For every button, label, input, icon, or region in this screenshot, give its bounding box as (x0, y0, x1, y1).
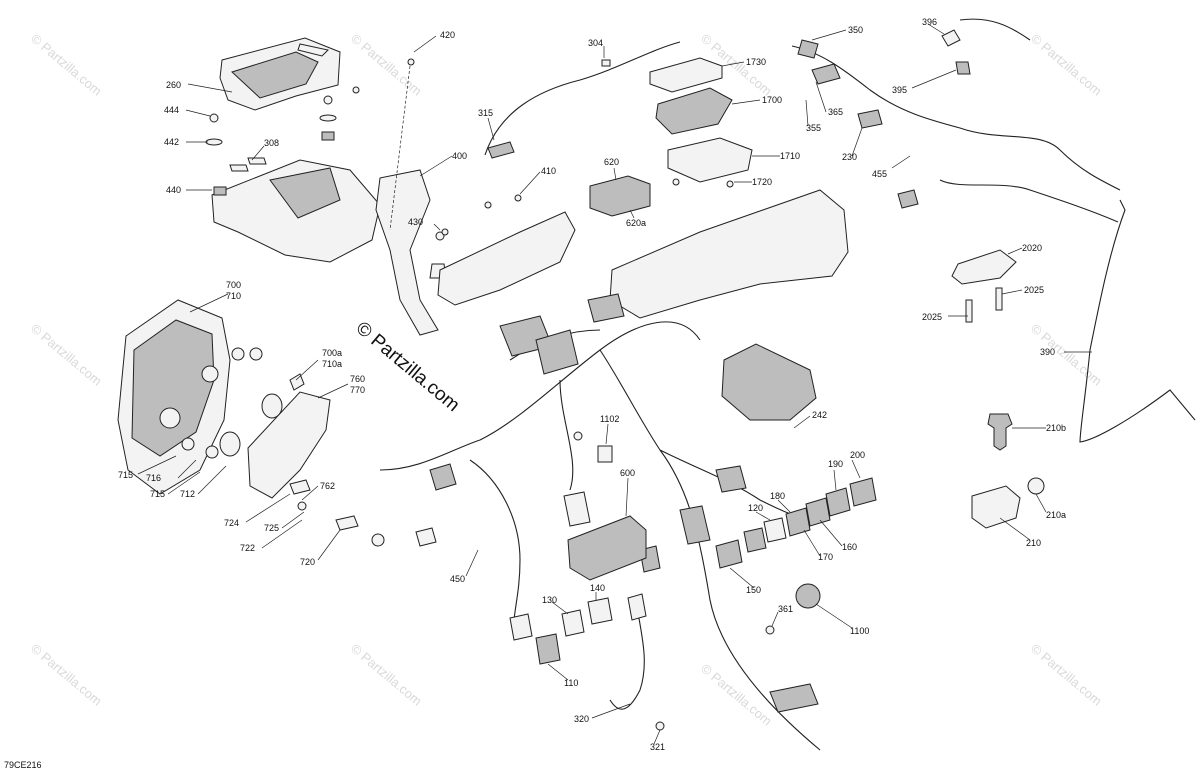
callout: 160 (842, 542, 857, 552)
switch-bank (715, 477, 877, 569)
callout: 150 (746, 585, 761, 595)
module-620 (589, 175, 651, 217)
callout: 710 (226, 291, 241, 301)
watermark: © Partzilla.com (1028, 641, 1105, 709)
diagram-code: 79CE216 (4, 760, 42, 770)
callout: 321 (650, 742, 665, 752)
control-module-assembly (649, 57, 753, 188)
callout: 1100 (850, 626, 869, 636)
leader-lines (137, 23, 1092, 745)
callout: 442 (164, 137, 179, 147)
callout: 450 (450, 574, 465, 584)
power-outlet (795, 583, 821, 609)
callout: 130 (542, 595, 557, 605)
callout: 722 (240, 543, 255, 553)
callout: 190 (828, 459, 843, 469)
watermark: © Partzilla.com (28, 321, 105, 389)
callout: 1710 (780, 151, 800, 161)
callout: 120 (748, 503, 763, 513)
callout: 361 (778, 604, 793, 614)
callout: 620a (626, 218, 646, 228)
callout: 210b (1046, 423, 1066, 433)
callout: 304 (588, 38, 603, 48)
watermark: © Partzilla.com (348, 641, 425, 709)
watermark: © Partzilla.com (348, 31, 425, 99)
callout: 1730 (746, 57, 766, 67)
dash-cover-assembly (205, 37, 447, 336)
callout: 210a (1046, 510, 1066, 520)
callout: 430 (408, 217, 423, 227)
callout: 2025 (1024, 285, 1044, 295)
callout: 1720 (752, 177, 772, 187)
callout: 715 (118, 470, 133, 480)
callout: 715 (150, 489, 165, 499)
callout: 620 (604, 157, 619, 167)
callout: 110 (564, 678, 578, 688)
callout: 365 (828, 107, 843, 117)
callout: 180 (770, 491, 785, 501)
module-2020 (951, 249, 1017, 285)
callout: 320 (574, 714, 589, 724)
callout: 242 (812, 410, 827, 420)
callout: 140 (590, 583, 605, 593)
callout: 762 (320, 481, 335, 491)
main-wiring-harness (371, 293, 821, 751)
callout: 210 (1026, 538, 1041, 548)
callout: 308 (264, 138, 279, 148)
callout: 1102 (600, 414, 619, 424)
harness-304 (484, 41, 681, 156)
watermark: © Partzilla.com (698, 661, 775, 729)
callout: 420 (440, 30, 455, 40)
callout: 2020 (1022, 243, 1042, 253)
callout: 355 (806, 123, 821, 133)
callout: 716 (146, 473, 161, 483)
callout: 395 (892, 85, 907, 95)
callout: 770 (350, 385, 365, 395)
watermark: © Partzilla.com (28, 31, 105, 99)
watermark: © Partzilla.com (28, 641, 105, 709)
callout: 170 (818, 552, 833, 562)
callout: 400 (452, 151, 467, 161)
callout: 396 (922, 17, 937, 27)
callout: 700 (226, 280, 241, 290)
callout: 440 (166, 185, 181, 195)
dash-frame (609, 189, 849, 319)
callout: 600 (620, 468, 635, 478)
callout: 444 (164, 105, 179, 115)
callout: 724 (224, 518, 239, 528)
watermark-main: © Partzilla.com (352, 318, 464, 416)
callout: 725 (264, 523, 279, 533)
ecu-bracket-242 (721, 343, 817, 421)
ecu-600 (567, 515, 647, 581)
upper-right-harness (791, 18, 1196, 443)
callout: 710a (322, 359, 342, 369)
ignition-key (987, 413, 1013, 451)
ignition-switch (971, 485, 1021, 529)
switch-130 (561, 609, 585, 637)
callout: 350 (848, 25, 863, 35)
callout: 712 (180, 489, 195, 499)
callouts: 260 444 442 308 440 420 400 430 304 315 … (118, 17, 1066, 752)
connector-1102 (597, 445, 613, 463)
callout: 760 (350, 374, 365, 384)
instrument-housing (117, 299, 359, 531)
watermark: © Partzilla.com (1028, 31, 1105, 99)
center-bracket (437, 211, 576, 306)
callout: 230 (842, 152, 857, 162)
callout: 1700 (762, 95, 782, 105)
callout: 700a (322, 348, 342, 358)
callout: 200 (850, 450, 865, 460)
callout: 315 (478, 108, 493, 118)
callout: 260 (166, 80, 181, 90)
switch-140 (587, 597, 613, 625)
callout: 455 (872, 169, 887, 179)
switch-110 (535, 633, 561, 665)
callout: 2025 (922, 312, 942, 322)
callout: 720 (300, 557, 315, 567)
callout: 410 (541, 166, 556, 176)
harness-320 (609, 599, 645, 710)
callout: 390 (1040, 347, 1055, 357)
